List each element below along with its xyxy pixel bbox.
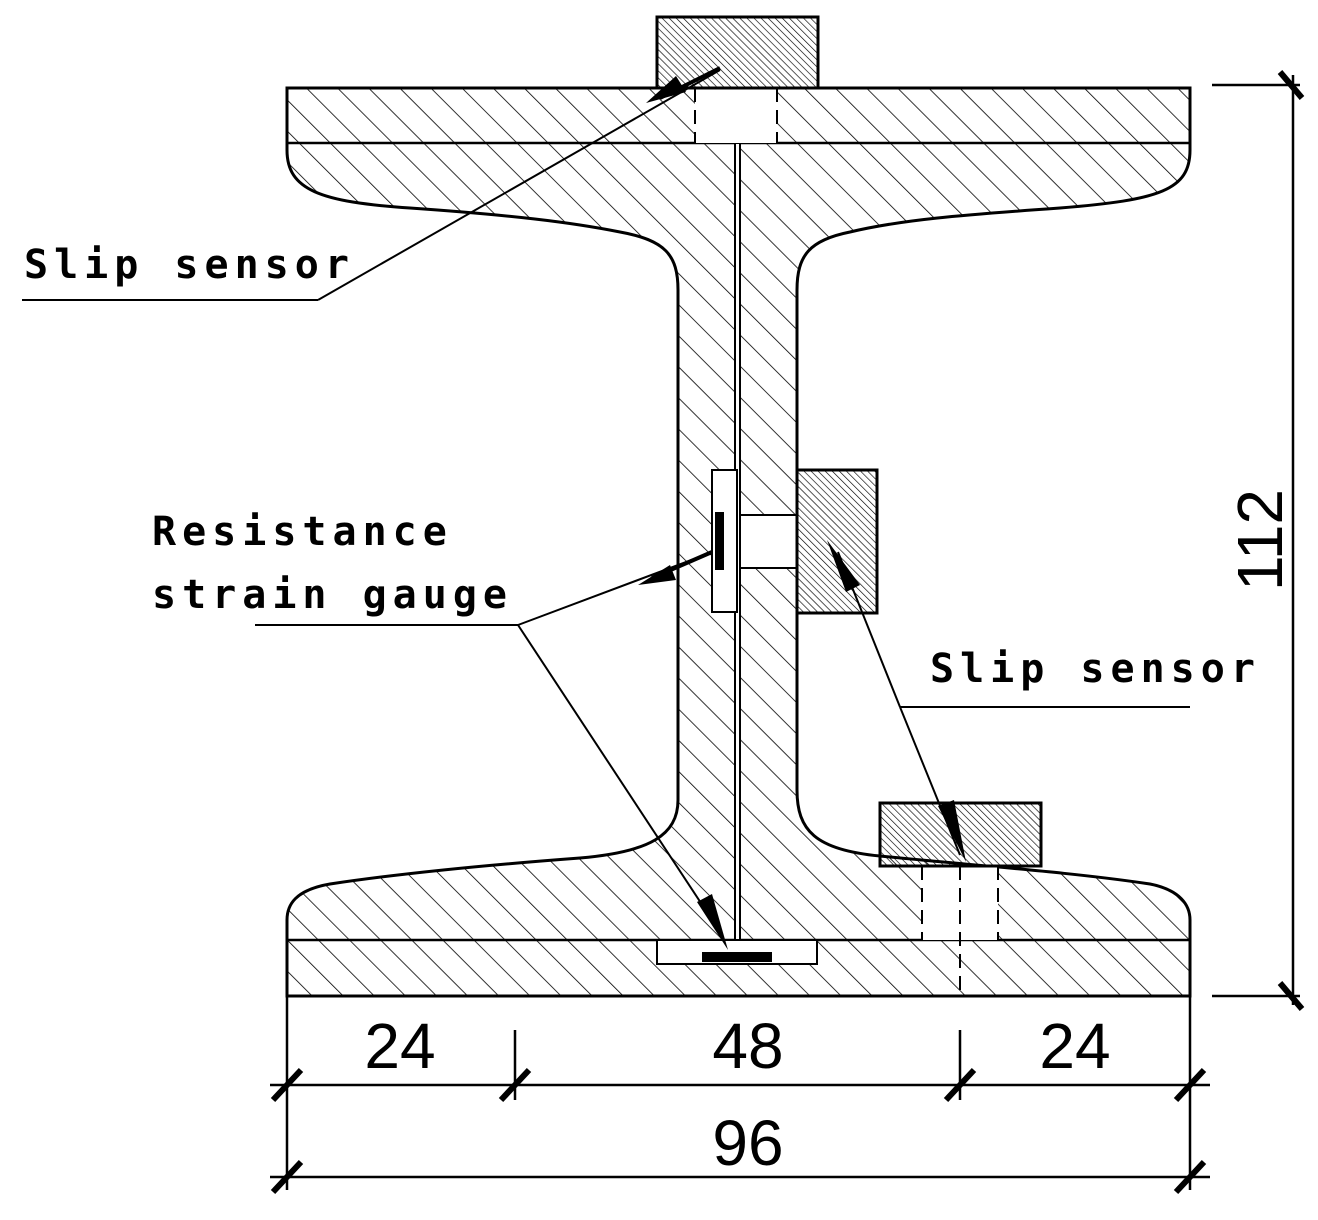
slip-sensor-web-block [795,468,879,615]
strain-gauge-label-line2: strain gauge [152,572,513,618]
width-total-value: 96 [712,1107,783,1179]
width-dimension-lines [270,996,1210,1195]
width-seg-left-value: 24 [364,1010,435,1082]
web-bolt-hole [739,514,798,569]
leader-slip-sensor-top [22,69,721,301]
width-seg-right-value: 24 [1039,1010,1110,1082]
web-strain-gauge [715,512,724,570]
arrow-strain-gauge-bottom [697,894,728,950]
width-seg-mid-value: 48 [712,1010,783,1082]
arrow-slip-sensor-web [827,540,860,592]
arrow-slip-sensor-bottom [938,800,966,862]
top-bolt-hole [695,88,777,143]
slip-sensor-top-block [655,15,820,90]
strain-gauge-label-line1: Resistance [152,509,453,555]
height-dimension [1212,70,1305,1011]
arrow-slip-sensor-top [646,76,686,103]
bottom-strain-gauge [702,952,772,962]
height-dimension-value: 112 [1224,489,1296,591]
slip-sensor-top-label: Slip sensor [24,242,355,288]
slip-sensor-right-label: Slip sensor [930,646,1261,692]
web-gauge-slot [711,469,738,613]
